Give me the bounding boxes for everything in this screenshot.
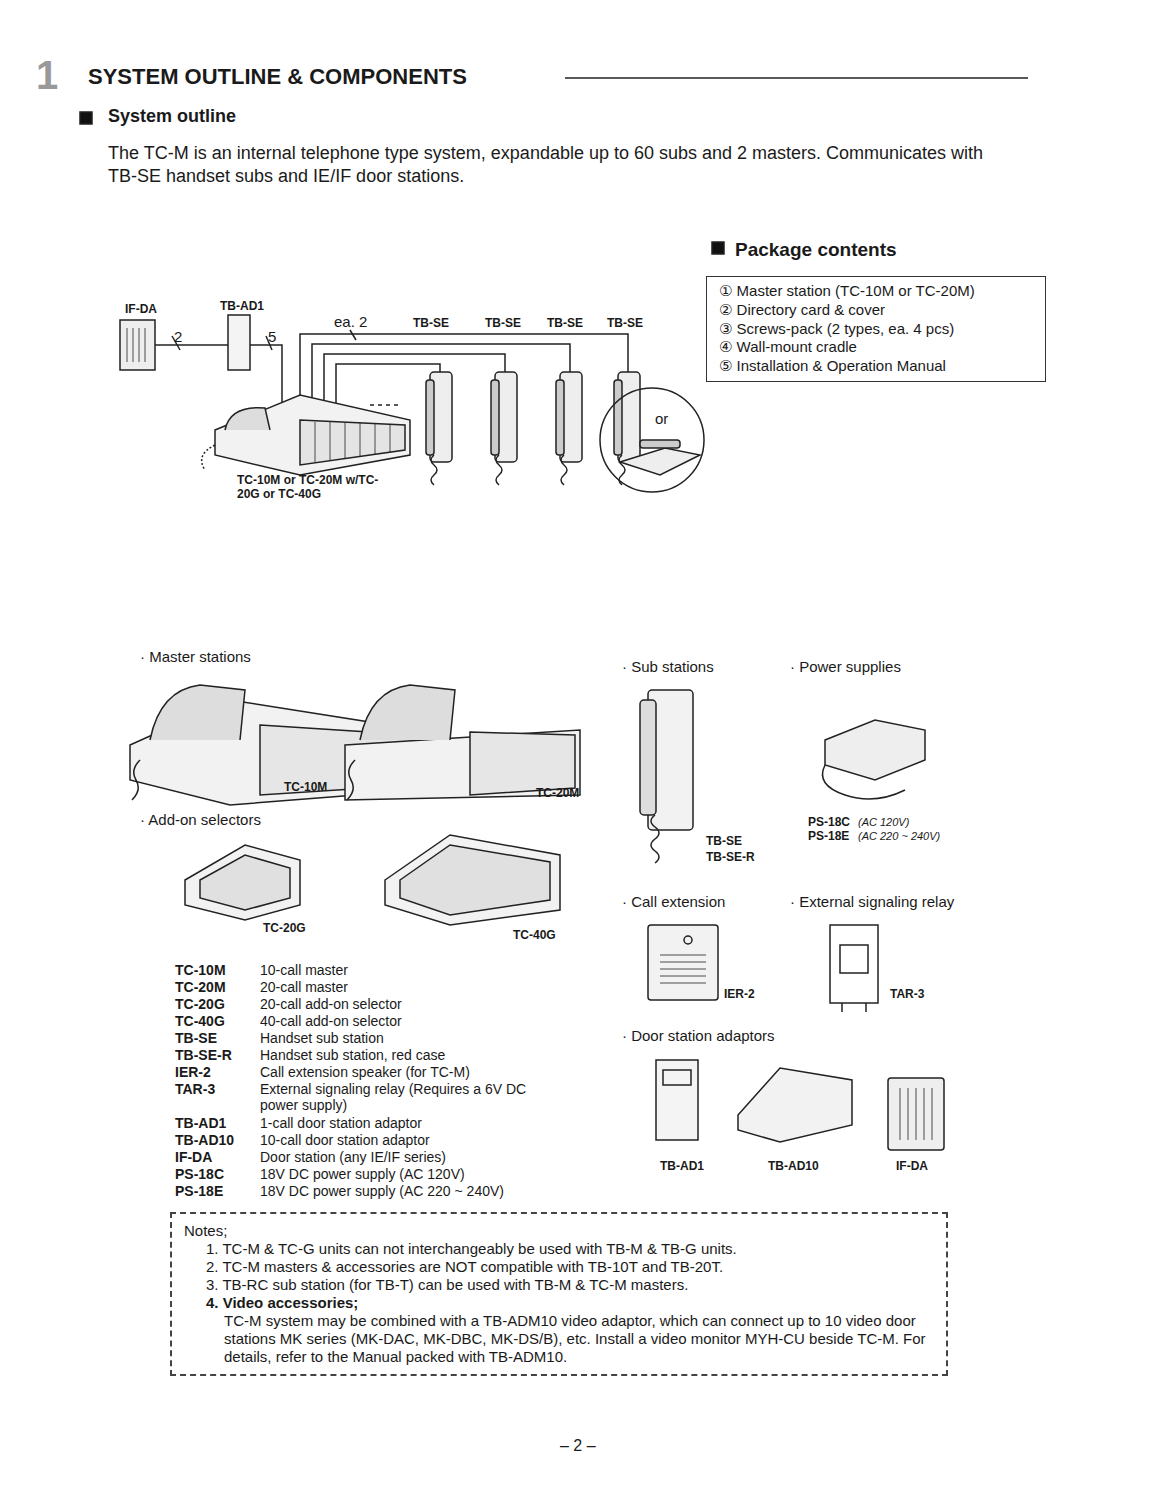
model-name: TB-SE-R <box>706 851 755 865</box>
paragraph: The TC-M is an internal telephone type s… <box>108 142 988 187</box>
table-term: TC-40G <box>175 1013 225 1029</box>
table-cell: 18V DC power supply (AC 120V) <box>260 1166 560 1182</box>
section-number: 1 <box>36 52 58 98</box>
model-name: TC-10M <box>284 781 327 795</box>
table-term: TAR-3 <box>175 1081 215 1097</box>
box-heading: Package contents <box>735 239 897 261</box>
page-number: – 2 – <box>560 1437 596 1455</box>
caption: ea. 2 <box>334 313 367 330</box>
model-name: TC-10M or TC-20M w/TC-20G or TC-40G <box>237 474 387 502</box>
box-item: ① Master station (TC-10M or TC-20M) <box>719 282 1035 301</box>
caption: · Power supplies <box>790 658 901 675</box>
caption: or <box>655 410 668 427</box>
model-name: TB-SE <box>413 317 449 331</box>
table-cell: External signaling relay (Requires a 6V … <box>260 1081 560 1113</box>
box-item: 1. TC-M & TC-G units can not interchange… <box>184 1240 936 1258</box>
table-cell: Door station (any IE/IF series) <box>260 1149 560 1165</box>
table-term: PS-18C <box>175 1166 224 1182</box>
table-term: TC-20M <box>175 979 226 995</box>
spec-note: (AC 220 ~ 240V) <box>858 830 940 843</box>
model-name: TB-AD1 <box>220 300 264 314</box>
table-cell: Call extension speaker (for TC-M) <box>260 1064 560 1080</box>
table-term: TB-AD1 <box>175 1115 226 1131</box>
table-cell: 10-call door station adaptor <box>260 1132 560 1148</box>
subheading: System outline <box>108 106 236 127</box>
model-name: TC-40G <box>513 929 556 943</box>
table-term: TC-20G <box>175 996 225 1012</box>
model-name: TAR-3 <box>890 988 924 1002</box>
table-cell: 40-call add-on selector <box>260 1013 560 1029</box>
table-cell: Handset sub station, red case <box>260 1047 560 1063</box>
table-term: TB-SE-R <box>175 1047 232 1063</box>
box-item: ⑤ Installation & Operation Manual <box>719 357 1035 376</box>
model-name: TB-SE <box>547 317 583 331</box>
model-name: IF-DA <box>125 303 157 317</box>
caption: · Sub stations <box>622 658 714 675</box>
package-contents-box: Package contents① Master station (TC-10M… <box>706 276 1046 382</box>
model-name: TB-SE <box>485 317 521 331</box>
box-item: ② Directory card & cover <box>719 301 1035 320</box>
caption: 2 <box>174 328 182 345</box>
model-name: TC-20G <box>263 922 306 936</box>
box-item: 4. Video accessories; <box>184 1294 936 1312</box>
notes-box: Notes;1. TC-M & TC-G units can not inter… <box>170 1212 948 1376</box>
model-name: IER-2 <box>724 988 755 1002</box>
table-term: TB-AD10 <box>175 1132 234 1148</box>
caption: 5 <box>268 328 276 345</box>
model-name: TB-AD1 <box>660 1160 704 1174</box>
box-item: ④ Wall-mount cradle <box>719 338 1035 357</box>
table-cell: 18V DC power supply (AC 220 ~ 240V) <box>260 1183 560 1199</box>
table-cell: 1-call door station adaptor <box>260 1115 560 1131</box>
table-term: IF-DA <box>175 1149 212 1165</box>
spec-note: (AC 120V) <box>858 816 909 829</box>
table-cell: 10-call master <box>260 962 560 978</box>
table-term: IER-2 <box>175 1064 211 1080</box>
caption: · Master stations <box>140 648 251 665</box>
caption: · Add-on selectors <box>140 811 261 828</box>
model-name: TB-SE <box>607 317 643 331</box>
box-heading: Notes; <box>184 1222 936 1240</box>
model-name: PS-18E <box>808 830 849 844</box>
box-item: ③ Screws-pack (2 types, ea. 4 pcs) <box>719 320 1035 339</box>
table-term: PS-18E <box>175 1183 223 1199</box>
model-name: TC-20M <box>536 787 579 801</box>
box-item: 3. TB-RC sub station (for TB-T) can be u… <box>184 1276 936 1294</box>
model-name: PS-18C <box>808 816 850 830</box>
caption: · Door station adaptors <box>622 1027 775 1044</box>
table-term: TC-10M <box>175 962 226 978</box>
table-cell: 20-call add-on selector <box>260 996 560 1012</box>
table-cell: 20-call master <box>260 979 560 995</box>
caption: · Call extension <box>622 893 725 910</box>
box-item: 2. TC-M masters & accessories are NOT co… <box>184 1258 936 1276</box>
model-name: TB-SE <box>706 835 742 849</box>
model-name: TB-AD10 <box>768 1160 819 1174</box>
table-cell: Handset sub station <box>260 1030 560 1046</box>
box-item: TC-M system may be combined with a TB-AD… <box>184 1312 936 1366</box>
caption: · External signaling relay <box>790 893 954 910</box>
section-title: SYSTEM OUTLINE & COMPONENTS <box>88 64 467 89</box>
table-term: TB-SE <box>175 1030 217 1046</box>
model-name: IF-DA <box>896 1160 928 1174</box>
